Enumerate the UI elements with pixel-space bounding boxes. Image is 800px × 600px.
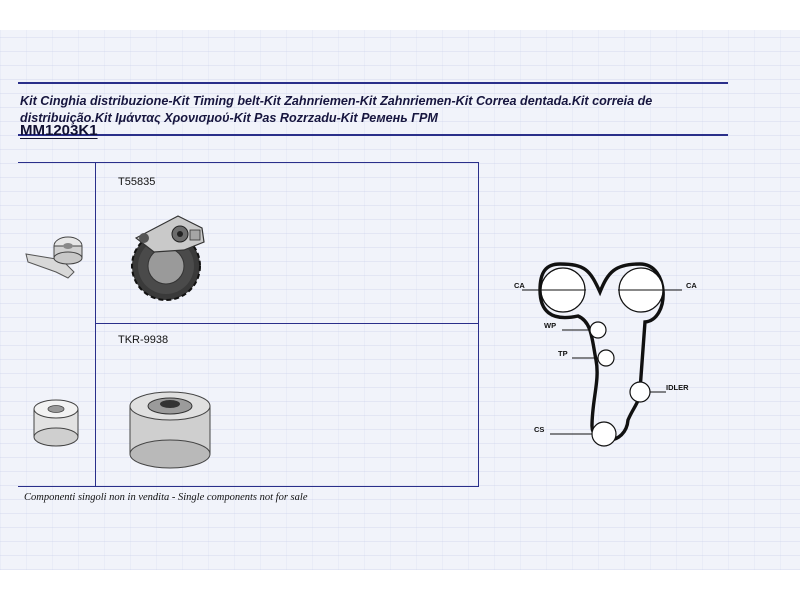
idler-icon: [629, 381, 651, 403]
belt-routing-diagram: CA CA WP TP IDLER CS: [514, 262, 697, 447]
tensioner-icon: [597, 349, 615, 367]
parts-table-bottom-rule: [18, 486, 479, 487]
header-top-rule: [18, 82, 728, 84]
label-cs: CS: [534, 425, 544, 434]
crankshaft-icon: [591, 421, 617, 447]
footnote-not-for-sale: Componenti singoli non in vendita - Sing…: [24, 492, 308, 503]
kit-title: Kit Cinghia distribuzione-Kit Timing bel…: [20, 94, 653, 125]
label-ca-right: CA: [686, 281, 697, 290]
label-idler: IDLER: [666, 383, 689, 392]
part-code-idler: TKR-9938: [118, 334, 169, 346]
label-ca-left: CA: [514, 281, 525, 290]
water-pump-icon: [589, 321, 607, 339]
label-wp: WP: [544, 321, 556, 330]
header-bottom-rule: [18, 134, 728, 136]
tensioner-pulley-icon: [131, 215, 205, 301]
kit-code: MM1203K1: [20, 122, 98, 139]
parts-row-divider: [95, 323, 478, 324]
label-tp: TP: [558, 349, 568, 358]
idler-pulley-icon: [129, 391, 211, 469]
parts-table: [18, 162, 479, 487]
part-code-tensioner: T55835: [118, 176, 156, 188]
parts-table-divider: [95, 163, 96, 487]
tensioner-thumbnail-icon: [25, 236, 83, 279]
catalog-sheet: Kit Cinghia distribuzione-Kit Timing bel…: [0, 30, 800, 570]
idler-thumbnail-icon: [33, 399, 79, 447]
